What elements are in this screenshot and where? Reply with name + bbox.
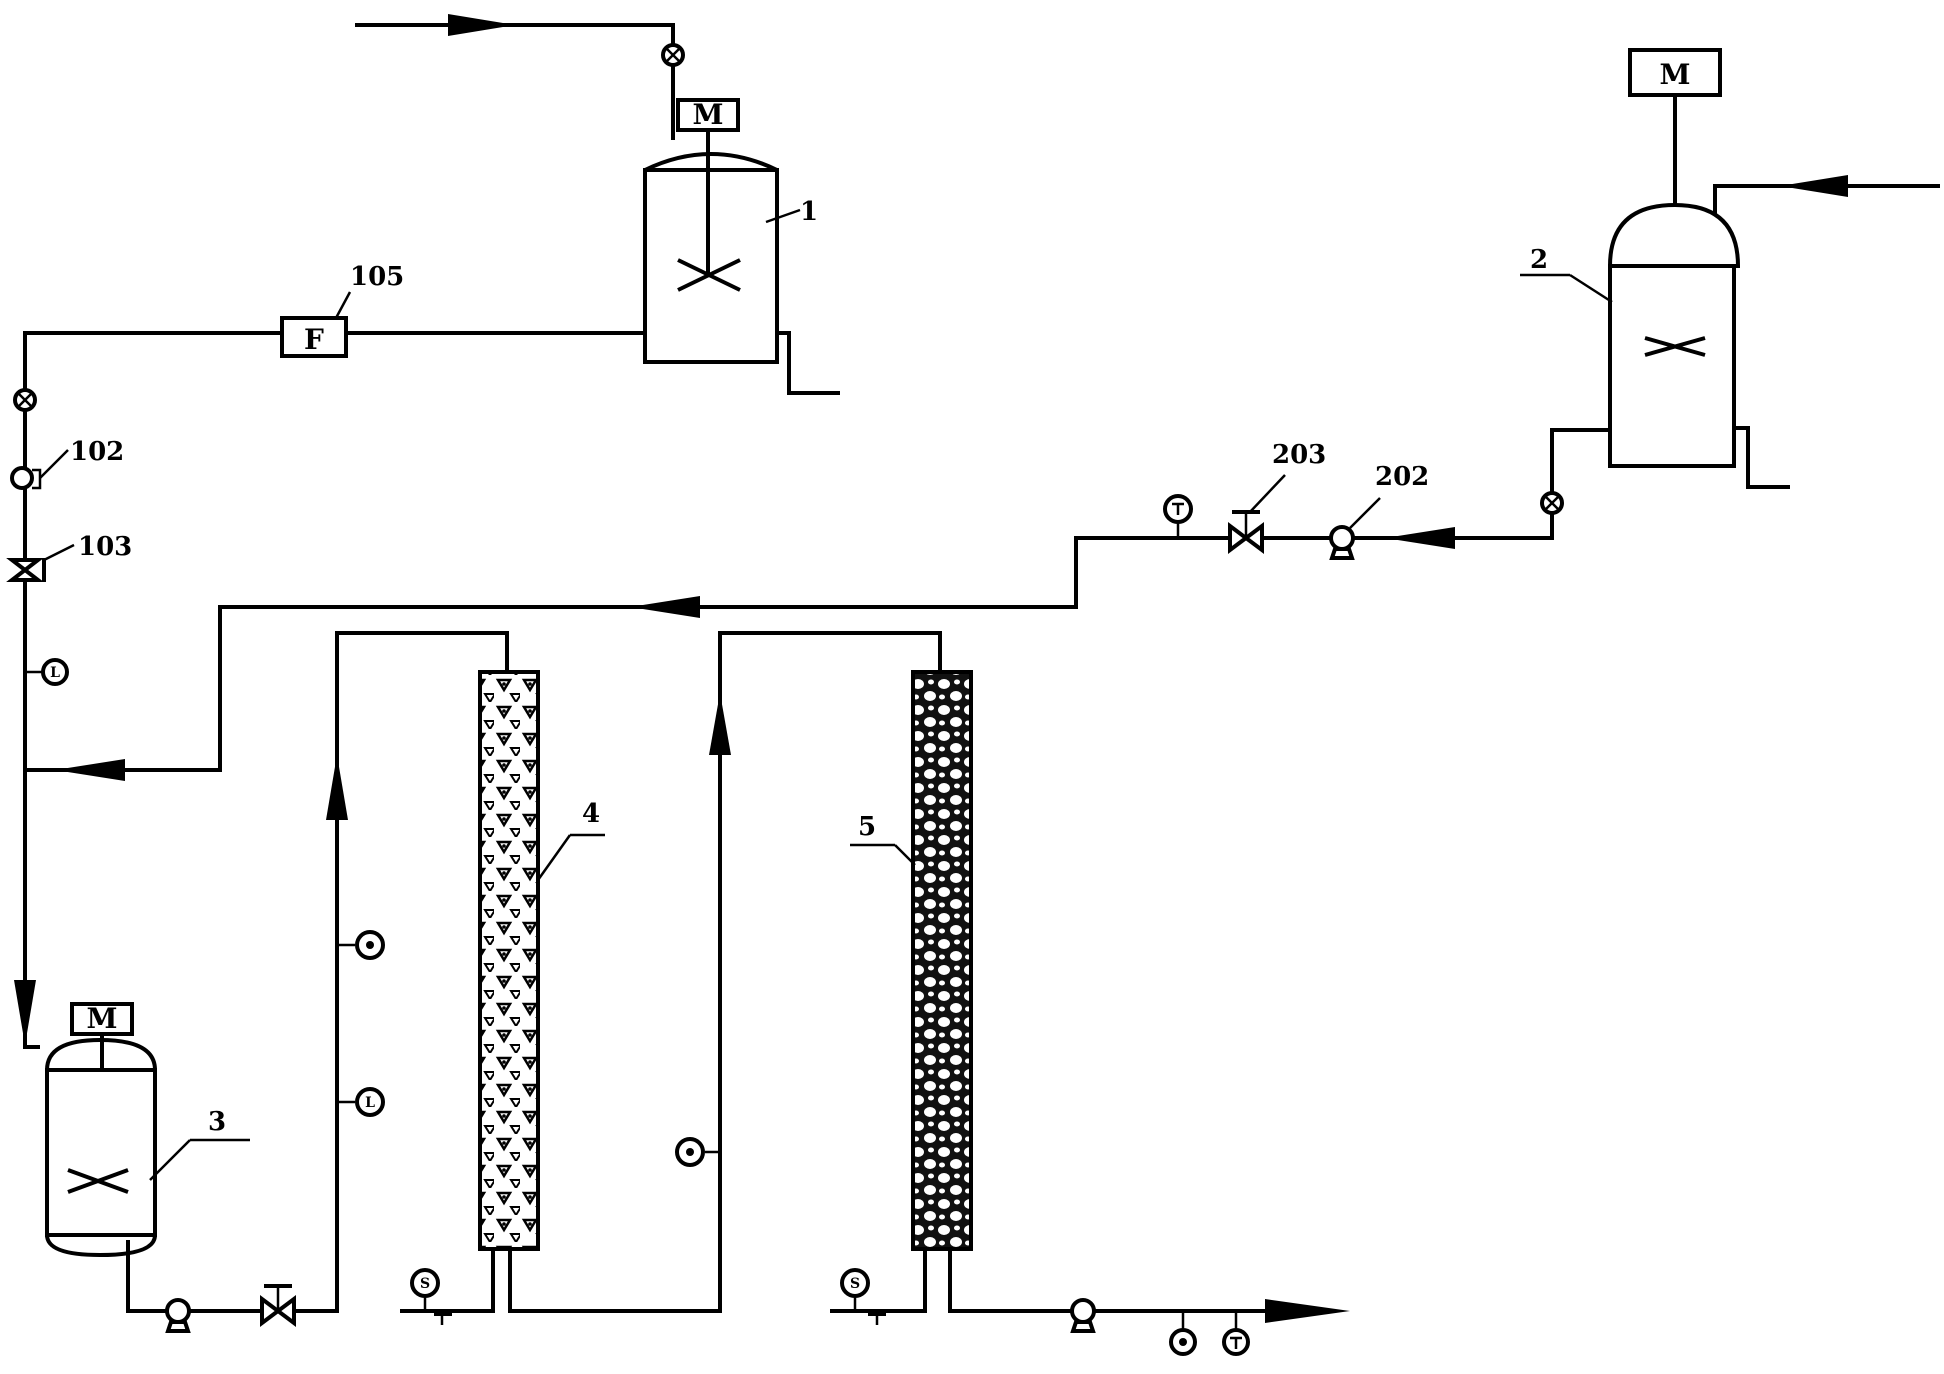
label-tank-3: 3	[208, 1107, 226, 1137]
label-tank-1: 1	[800, 197, 818, 227]
level-indicator-left[interactable]: L	[25, 658, 69, 686]
gauge-product-1[interactable]	[1169, 1311, 1197, 1356]
leader-1	[765, 208, 801, 224]
leader-102	[39, 449, 69, 479]
pipe-drain-tank2	[1734, 426, 1790, 489]
tank2-body	[1608, 264, 1736, 468]
valve-left-top[interactable]	[13, 388, 37, 412]
pipe-sample5	[830, 1249, 927, 1313]
leader-203	[1249, 474, 1286, 513]
column-4[interactable]: 4	[478, 670, 605, 1251]
label-column-4: 4	[582, 799, 600, 829]
arrow-tank2-line	[1385, 527, 1455, 549]
leader-2	[1569, 273, 1613, 304]
filter-105[interactable]: F 105	[280, 262, 404, 358]
valve-102[interactable]: 102	[10, 437, 124, 490]
flow-gauge-column4[interactable]	[337, 930, 385, 960]
arrow-product-out	[1265, 1299, 1350, 1323]
filter-symbol: F	[304, 323, 324, 356]
sample-symbol-5: S	[850, 1276, 860, 1292]
label-valve-103: 103	[78, 532, 132, 562]
leader-202	[1349, 497, 1381, 529]
column4-line-instruments: L S	[165, 930, 452, 1333]
leader-3	[149, 1139, 191, 1181]
pipe-column4-column5	[508, 631, 942, 1313]
arrow-into-main	[55, 759, 125, 781]
arrow-up-column4	[326, 755, 348, 820]
arrow-down-tank3	[14, 980, 36, 1045]
label-valve-102: 102	[70, 437, 124, 467]
label-tank-2: 2	[1530, 245, 1548, 275]
valve-103[interactable]: 103	[6, 532, 132, 582]
column-5[interactable]: 5	[850, 670, 973, 1251]
tank2-line-instruments: 202 203	[1163, 440, 1564, 560]
flow-arrows	[14, 14, 1848, 1323]
level-indicator-column4[interactable]: L	[337, 1087, 385, 1117]
sample-point-column4[interactable]: S	[410, 1268, 452, 1325]
pump-tank3[interactable]	[165, 1298, 191, 1333]
pipe-drain-tank1	[777, 331, 840, 395]
pipe-sample4	[400, 1249, 495, 1313]
pipe-tank3-column4	[126, 631, 509, 1313]
label-valve-203: 203	[1272, 440, 1326, 470]
tank3-body	[45, 1068, 157, 1237]
tank-1[interactable]: M 1	[643, 98, 818, 364]
valve-tank3-outlet[interactable]	[260, 1284, 296, 1327]
valve-feed1[interactable]	[661, 43, 685, 67]
level-indicator-col4-symbol: L	[365, 1095, 375, 1111]
pump-202[interactable]: 202	[1329, 462, 1429, 560]
level-indicator-symbol: L	[50, 665, 60, 681]
column5-line-instruments: S	[675, 1137, 1250, 1356]
tank-3[interactable]: M 3	[45, 1002, 250, 1258]
pipe-network	[23, 23, 1940, 1313]
arrow-up-column5	[709, 693, 731, 755]
arrow-upper-return	[630, 596, 700, 618]
motor-label-3: M	[87, 1002, 118, 1035]
left-line-instruments: 102 103 L	[6, 43, 685, 686]
label-pump-202: 202	[1375, 462, 1429, 492]
pipe-left-main	[23, 331, 282, 1049]
column4-body	[478, 670, 540, 1251]
column5-body	[911, 670, 973, 1251]
tank1-body	[643, 168, 779, 364]
arrow-feed1	[448, 14, 515, 36]
motor-label-1: M	[693, 98, 724, 131]
motor-box-3	[70, 1002, 134, 1036]
leader-4	[536, 834, 572, 881]
motor-box-1	[676, 98, 740, 132]
motor-label-2: M	[1660, 58, 1691, 91]
pressure-gauge-tank2-line[interactable]	[1163, 494, 1193, 538]
sample-point-column5[interactable]: S	[840, 1268, 886, 1325]
leader-103	[43, 543, 75, 562]
pump-product[interactable]	[1070, 1298, 1096, 1333]
pipe-feed-tank1	[355, 23, 675, 140]
label-column-5: 5	[858, 812, 876, 842]
arrow-feed2	[1780, 175, 1848, 197]
valve-203[interactable]: 203	[1228, 440, 1326, 554]
gauge-product-2[interactable]	[1222, 1311, 1250, 1356]
valve-tank2-outlet[interactable]	[1540, 491, 1564, 515]
sample-symbol-4: S	[420, 1276, 430, 1292]
pipe-column5-outlet	[948, 1249, 1300, 1313]
flow-gauge-column5[interactable]	[675, 1137, 720, 1167]
tank-2[interactable]: M 2	[1520, 48, 1741, 468]
pipe-tank2-to-main	[25, 428, 1608, 772]
filter-box	[280, 316, 348, 358]
tank2-dome	[1607, 202, 1741, 268]
label-filter-105: 105	[350, 262, 404, 292]
leader-105	[334, 291, 352, 319]
